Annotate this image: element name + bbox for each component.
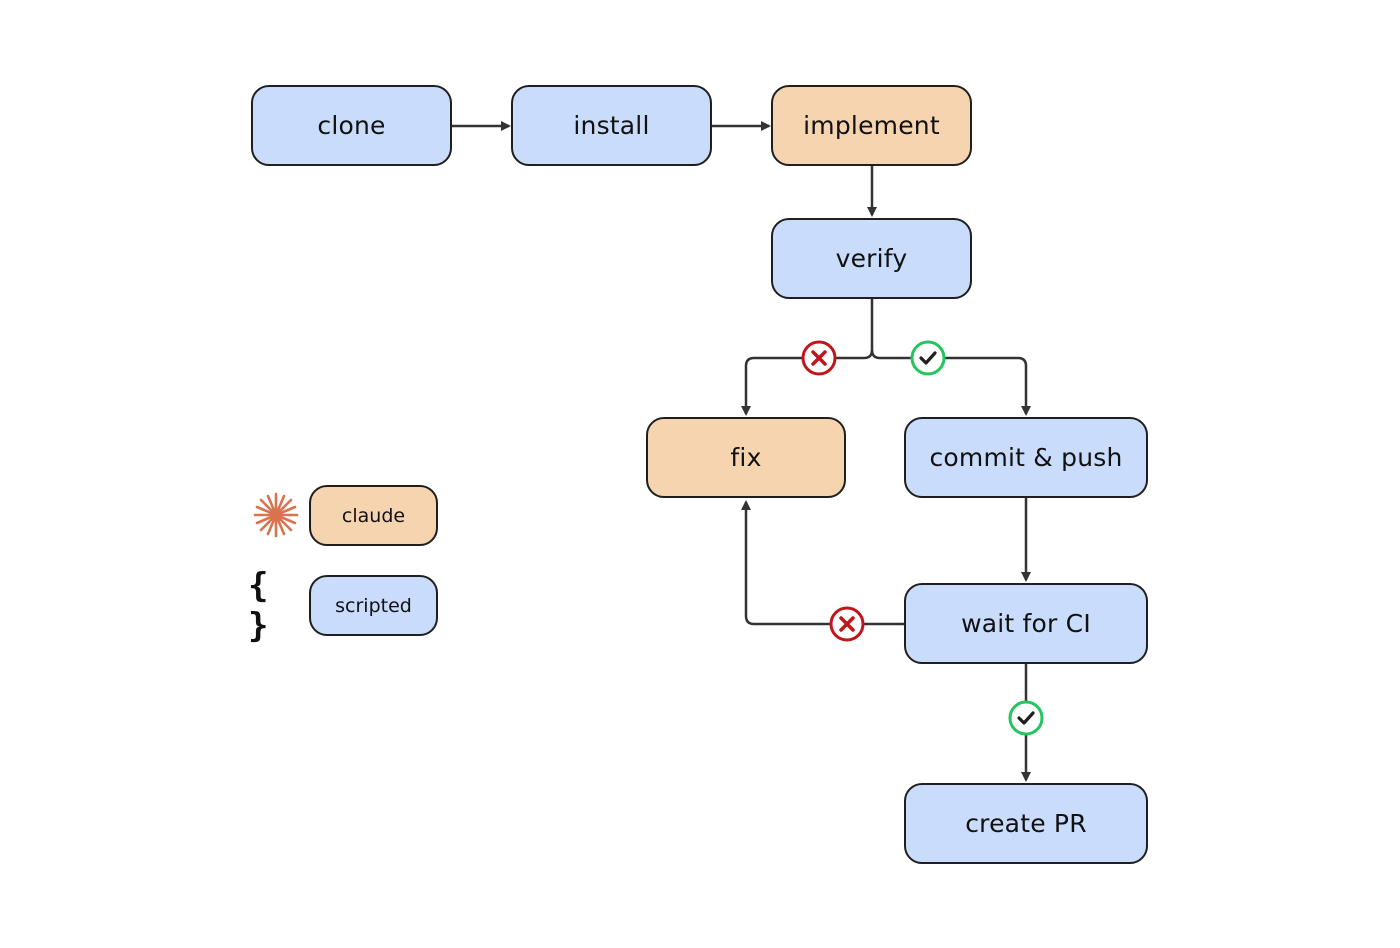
legend-claude-label: claude [341, 504, 406, 527]
node-clone[interactable]: clone [251, 85, 452, 166]
success-icon [910, 340, 946, 376]
edge-verify-commit [870, 349, 1031, 416]
legend-scripted-label: scripted [335, 594, 412, 617]
fail-icon [829, 606, 865, 642]
edge-wait-fix [741, 500, 905, 626]
legend-scripted: scripted [309, 575, 438, 636]
node-label: verify [835, 244, 908, 273]
node-label: implement [803, 111, 940, 140]
node-label: create PR [965, 809, 1087, 838]
node-label: clone [317, 111, 386, 140]
node-wait-for-ci[interactable]: wait for CI [904, 583, 1148, 664]
node-label: wait for CI [961, 609, 1091, 638]
node-label: install [573, 111, 650, 140]
node-label: fix [730, 443, 762, 472]
legend-claude: claude [309, 485, 438, 546]
node-verify[interactable]: verify [771, 218, 972, 299]
success-icon [1008, 700, 1044, 736]
sparkle-icon [253, 492, 299, 538]
node-label: commit & push [929, 443, 1123, 472]
fail-icon [801, 340, 837, 376]
node-fix[interactable]: fix [646, 417, 846, 498]
node-implement[interactable]: implement [771, 85, 972, 166]
node-create-pr[interactable]: create PR [904, 783, 1148, 864]
braces-icon: { } [248, 566, 269, 646]
node-install[interactable]: install [511, 85, 712, 166]
node-commit-push[interactable]: commit & push [904, 417, 1148, 498]
